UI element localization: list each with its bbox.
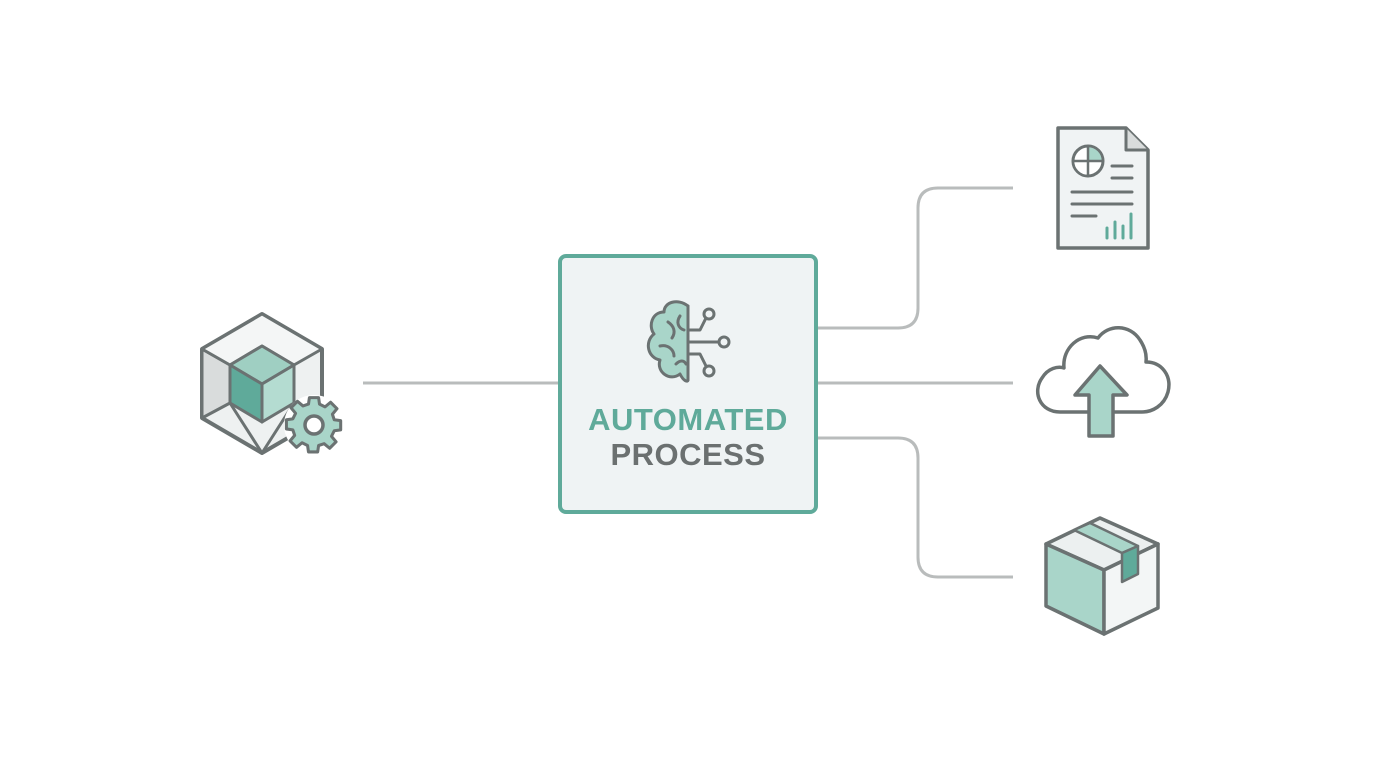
connector-output-package [816,436,1013,579]
brain-circuit-icon [646,300,731,383]
connector-output-report [816,186,1013,330]
gear-icon [284,395,344,455]
automated-process-node: AUTOMATED PROCESS [558,254,818,514]
cube-gear-icon [200,312,344,455]
cloud-upload-icon [1036,326,1171,438]
report-document-icon [1056,126,1150,250]
connectors [363,186,1013,579]
center-label-line2: PROCESS [610,437,765,472]
center-label-line1: AUTOMATED [588,402,788,437]
package-box-icon [1044,516,1160,636]
